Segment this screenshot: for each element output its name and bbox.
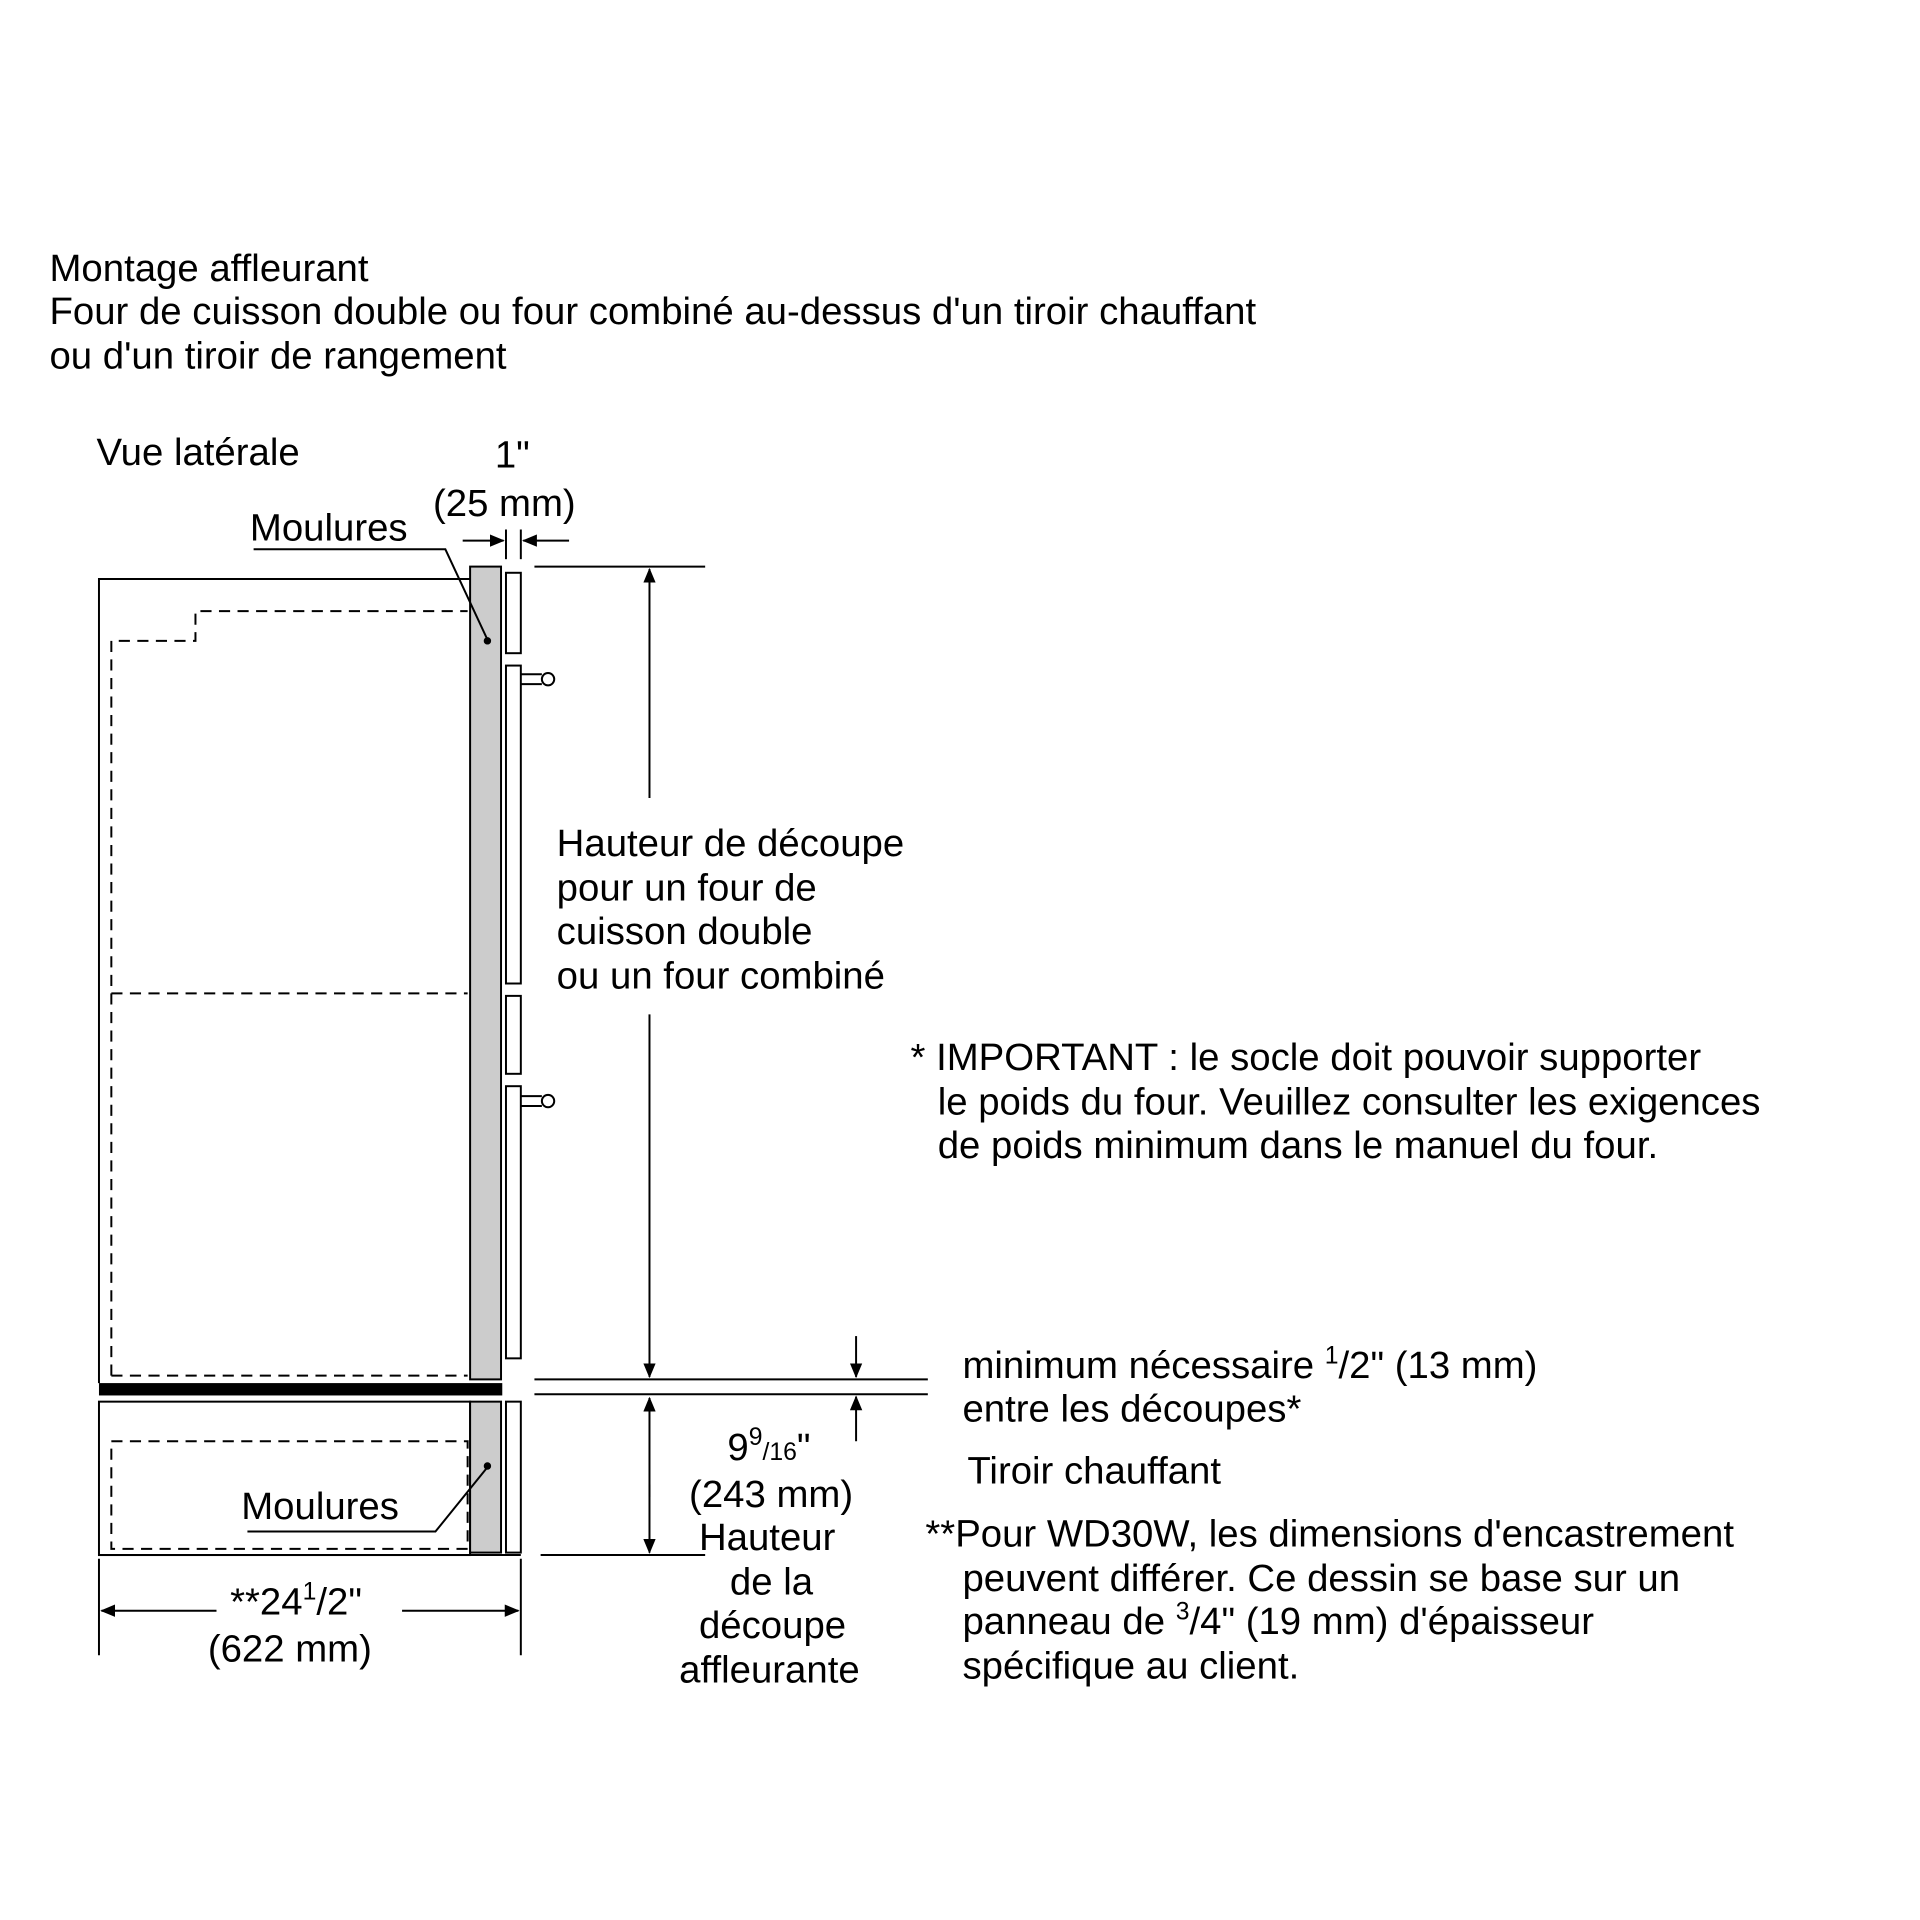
wd30w-line-4: spécifique au client. xyxy=(962,1645,1299,1688)
oven-handle-icon xyxy=(520,672,556,1109)
title-line-2: Four de cuisson double ou four combiné a… xyxy=(49,290,1256,333)
cutout-height-2: pour un four de xyxy=(557,867,817,910)
upper-cabinet xyxy=(97,565,503,1396)
drawer-label-4: affleurante xyxy=(679,1648,860,1691)
gap-mm: (25 mm) xyxy=(433,482,576,525)
min-gap-line-2: entre les découpes* xyxy=(962,1387,1301,1430)
title-line-3: ou d'un tiroir de rangement xyxy=(49,335,506,378)
gap-inch: 1" xyxy=(495,434,530,477)
view-label: Vue latérale xyxy=(96,431,299,474)
important-line-1: * IMPORTANT : le socle doit pouvoir supp… xyxy=(911,1036,1702,1079)
wd30w-line-2: peuvent différer. Ce dessin se base sur … xyxy=(962,1557,1680,1600)
lower-cabinet xyxy=(97,1400,522,1557)
drawer-label-1: Hauteur xyxy=(699,1516,836,1559)
drawer-label-3: découpe xyxy=(699,1604,846,1647)
drawer-height-inch: 99/16" xyxy=(727,1424,810,1469)
wd30w-line-3: panneau de 3/4" (19 mm) d'épaisseur xyxy=(962,1598,1594,1643)
moldings-label-bottom: Moulures xyxy=(241,1485,399,1528)
cutout-height-3: cuisson double xyxy=(557,910,813,953)
depth-inch: **241/2" xyxy=(230,1579,362,1624)
wd30w-line-1: **Pour WD30W, les dimensions d'encastrem… xyxy=(925,1512,1734,1555)
cutout-height-1: Hauteur de découpe xyxy=(557,822,905,865)
drawer-label-2: de la xyxy=(730,1561,814,1604)
depth-mm: (622 mm) xyxy=(208,1627,372,1670)
oven-panels xyxy=(504,571,556,1360)
upper-molding xyxy=(469,565,503,1381)
important-line-2: le poids du four. Veuillez consulter les… xyxy=(938,1081,1761,1124)
min-gap-line-1: minimum nécessaire 1/2" (13 mm) xyxy=(962,1342,1537,1387)
cutout-height-4: ou un four combiné xyxy=(557,954,885,997)
important-line-3: de poids minimum dans le manuel du four. xyxy=(938,1124,1658,1167)
moldings-label-top: Moulures xyxy=(250,507,408,550)
title-line-1: Montage affleurant xyxy=(49,247,368,290)
drawer-height-mm: (243 mm) xyxy=(689,1473,853,1516)
warming-drawer-label: Tiroir chauffant xyxy=(967,1449,1221,1492)
